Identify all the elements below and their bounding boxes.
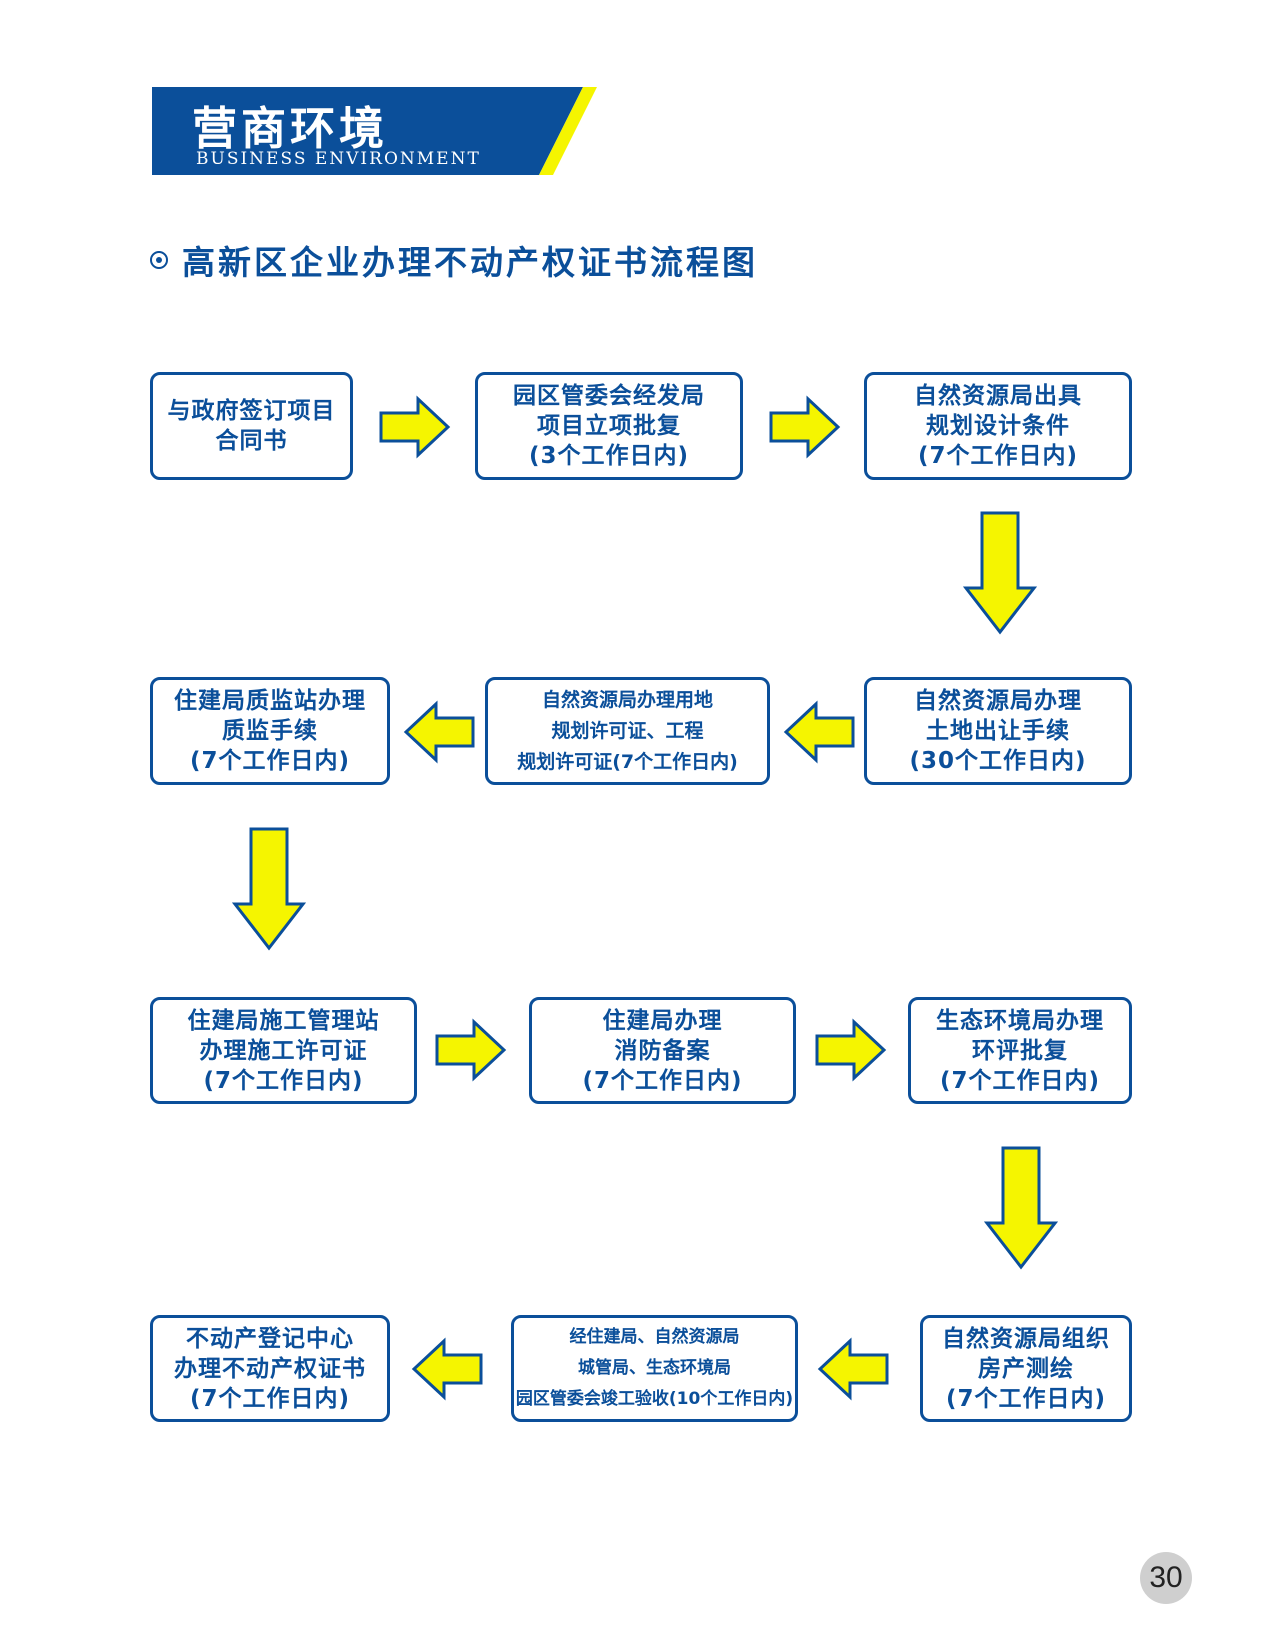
arrow-left-icon: [410, 1337, 484, 1401]
section-title: 高新区企业办理不动产权证书流程图: [182, 243, 758, 282]
step-line: 环评批复: [972, 1037, 1068, 1064]
step-planning-conditions: 自然资源局出具 规划设计条件 (7个工作日内): [864, 372, 1132, 480]
step-line: 房产测绘: [978, 1355, 1074, 1382]
step-line: 合同书: [215, 428, 288, 454]
step-line: 办理不动产权证书: [174, 1355, 366, 1382]
step-completion-acceptance: 经住建局、自然资源局 城管局、生态环境局 园区管委会竣工验收(10个工作日内): [511, 1315, 798, 1422]
step-line: (7个工作日内): [917, 443, 1079, 469]
step-line: 自然资源局出具: [914, 383, 1082, 409]
arrow-down-icon: [963, 510, 1037, 636]
step-line: (30个工作日内): [909, 748, 1087, 774]
step-line: (7个工作日内): [189, 1385, 351, 1412]
step-line: 不动产登记中心: [186, 1325, 354, 1352]
step-sign-contract: 与政府签订项目 合同书: [150, 372, 353, 480]
step-project-approval: 园区管委会经发局 项目立项批复 (3个工作日内): [475, 372, 743, 480]
step-line: 住建局施工管理站: [187, 1007, 380, 1034]
step-construction-permit: 住建局施工管理站 办理施工许可证 (7个工作日内): [150, 997, 417, 1104]
step-line: 住建局办理: [602, 1007, 723, 1034]
step-line: 生态环境局办理: [936, 1007, 1104, 1034]
step-line: 规划设计条件: [926, 413, 1070, 439]
arrow-left-icon: [402, 700, 476, 764]
arrow-down-icon: [232, 826, 306, 952]
step-quality-supervision: 住建局质监站办理 质监手续 (7个工作日内): [150, 677, 390, 785]
step-line: 自然资源局组织: [942, 1325, 1110, 1352]
arrow-right-icon: [814, 1018, 888, 1082]
banner-title: 营商环境: [192, 102, 389, 155]
arrow-left-icon: [816, 1337, 890, 1401]
step-line: (7个工作日内): [203, 1067, 364, 1094]
step-line: 住建局质监站办理: [174, 688, 366, 714]
section-heading: 高新区企业办理不动产权证书流程图: [150, 236, 758, 284]
step-line: 办理施工许可证: [199, 1037, 368, 1064]
step-line: (7个工作日内): [189, 748, 351, 774]
step-line: (3个工作日内): [528, 443, 690, 469]
step-line: 与政府签订项目: [167, 398, 336, 424]
step-line: 自然资源局办理用地: [541, 688, 713, 711]
step-line: (7个工作日内): [939, 1067, 1101, 1094]
step-property-survey: 自然资源局组织 房产测绘 (7个工作日内): [920, 1315, 1132, 1422]
bullet-icon: [150, 251, 168, 269]
step-line: 经住建局、自然资源局: [569, 1327, 740, 1347]
banner-shape: [152, 87, 597, 175]
step-line: 质监手续: [222, 718, 318, 744]
arrow-right-icon: [378, 395, 452, 459]
step-line: 项目立项批复: [537, 413, 681, 439]
step-land-transfer: 自然资源局办理 土地出让手续 (30个工作日内): [864, 677, 1132, 785]
header-banner: 营商环境 BUSINESS ENVIRONMENT: [0, 0, 1280, 200]
step-line: 城管局、生态环境局: [578, 1358, 731, 1378]
step-property-certificate: 不动产登记中心 办理不动产权证书 (7个工作日内): [150, 1315, 390, 1422]
step-planning-permits: 自然资源局办理用地 规划许可证、工程 规划许可证(7个工作日内): [485, 677, 770, 785]
arrow-right-icon: [768, 395, 842, 459]
step-line: 规划许可证、工程: [551, 719, 704, 742]
step-line: 园区管委会竣工验收(10个工作日内): [515, 1389, 794, 1409]
arrow-down-icon: [984, 1145, 1058, 1271]
step-line: 规划许可证(7个工作日内): [517, 750, 738, 773]
step-line: 消防备案: [614, 1037, 711, 1064]
step-eia-approval: 生态环境局办理 环评批复 (7个工作日内): [908, 997, 1132, 1104]
step-fire-filing: 住建局办理 消防备案 (7个工作日内): [529, 997, 796, 1104]
banner-subtitle: BUSINESS ENVIRONMENT: [196, 149, 481, 169]
arrow-left-icon: [782, 700, 856, 764]
page-number: 30: [1140, 1552, 1192, 1604]
step-line: 土地出让手续: [926, 718, 1070, 744]
step-line: 自然资源局办理: [914, 688, 1082, 714]
step-line: (7个工作日内): [945, 1385, 1107, 1412]
arrow-right-icon: [434, 1018, 508, 1082]
step-line: (7个工作日内): [582, 1067, 743, 1094]
step-line: 园区管委会经发局: [513, 383, 705, 409]
